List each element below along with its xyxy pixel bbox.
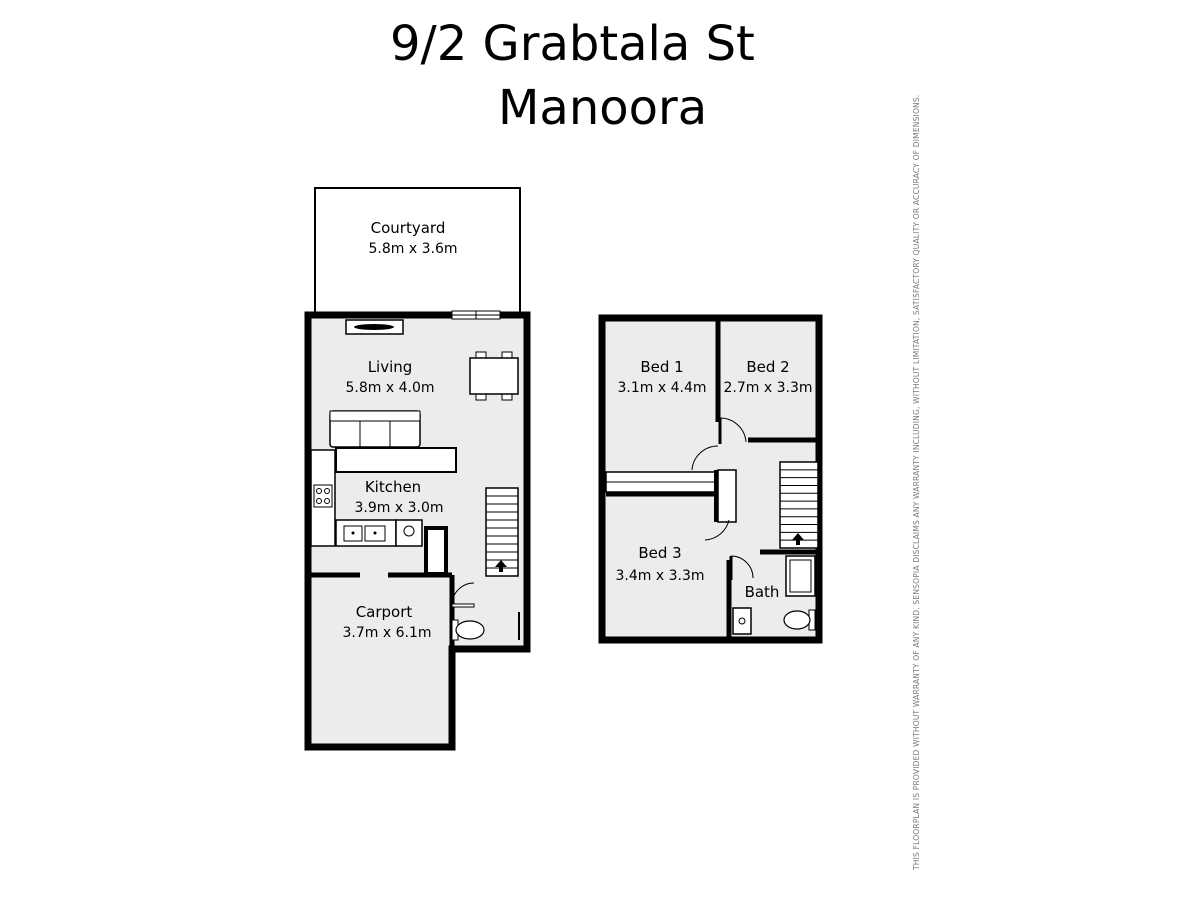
ground-floor: [304, 187, 531, 751]
stairs-arrow-icon: [792, 533, 804, 545]
carport-name: Carport: [356, 603, 413, 621]
door-swing: [451, 582, 475, 606]
washing-machine: [395, 519, 423, 547]
toilet: [783, 609, 816, 631]
door-swing: [730, 555, 754, 579]
wardrobe: [717, 469, 737, 523]
address-street: 9/2 Grabtala St: [390, 16, 755, 72]
carport-dims: 3.7m x 6.1m: [343, 625, 432, 641]
address-suburb: Manoora: [498, 80, 708, 136]
bed2-name: Bed 2: [746, 358, 789, 376]
kitchen-dims: 3.9m x 3.0m: [355, 500, 444, 516]
staircase-upper: [779, 461, 819, 549]
pantry: [424, 526, 448, 576]
stairs-arrow-icon: [495, 560, 507, 572]
bed3-name: Bed 3: [638, 544, 681, 562]
door-swing: [719, 417, 747, 443]
door-swing: [691, 445, 719, 471]
bed1-name: Bed 1: [640, 358, 683, 376]
dining-table: [469, 351, 519, 401]
toilet: [451, 619, 485, 641]
living-dims: 5.8m x 4.0m: [346, 380, 435, 396]
door-swing: [704, 519, 730, 541]
sofa: [329, 410, 421, 448]
stair-frame: [779, 461, 819, 549]
vanity: [732, 607, 752, 635]
shower: [785, 555, 816, 597]
bed3-dims: 3.4m x 3.3m: [616, 568, 705, 584]
cooktop: [313, 484, 333, 508]
kitchen-sink: [343, 525, 386, 542]
room-labels: Courtyard 5.8m x 3.6m Living 5.8m x 4.0m…: [343, 219, 813, 641]
living-name: Living: [368, 358, 413, 376]
bed1-dims: 3.1m x 4.4m: [618, 380, 707, 396]
kitchen-bench: [335, 447, 457, 473]
kitchen-name: Kitchen: [365, 478, 421, 496]
bed2-dims: 2.7m x 3.3m: [724, 380, 813, 396]
courtyard-name: Courtyard: [371, 219, 446, 237]
courtyard-dims: 5.8m x 3.6m: [369, 241, 458, 257]
upper-floor: [598, 314, 823, 644]
upper-floor-outer-wall: [598, 314, 823, 644]
bath-name: Bath: [745, 583, 780, 601]
